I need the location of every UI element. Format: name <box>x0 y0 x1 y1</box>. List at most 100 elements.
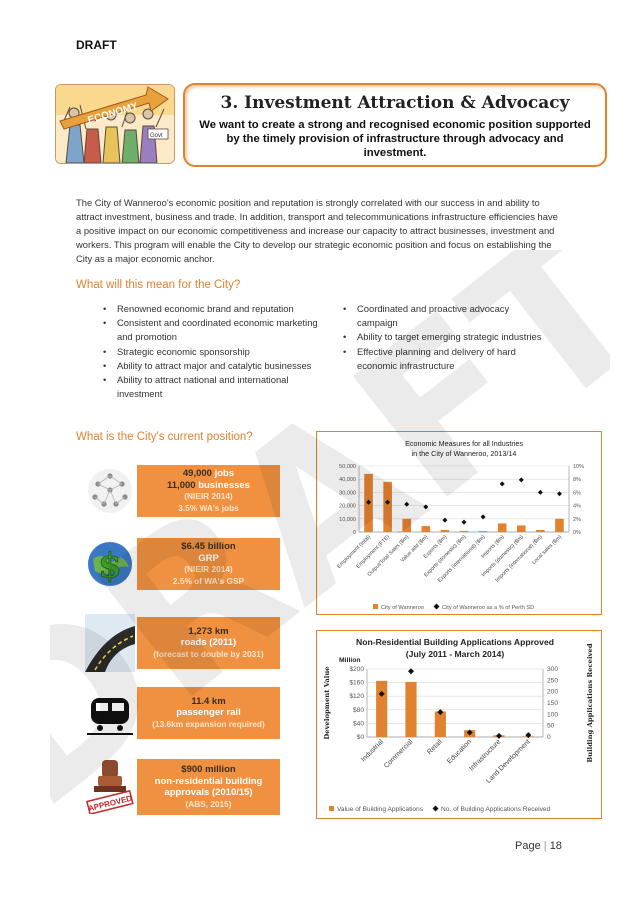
chart-title: Economic Measures for all Industries <box>405 439 523 448</box>
stat-jobs-box: 49,000 jobs 11,000 businesses (NIEIR 201… <box>137 465 280 517</box>
chart-marker <box>408 668 414 675</box>
y-tick-label: $40 <box>353 720 364 727</box>
economy-illustration: ECONOMY Govt <box>56 85 174 163</box>
economy-banner-image: ECONOMY Govt <box>55 84 175 164</box>
chart-marker <box>378 690 385 697</box>
x-tick-label: Employment (total) <box>336 534 372 570</box>
chart-marker <box>556 491 562 497</box>
y-tick-label: $120 <box>349 693 364 700</box>
list-item: Renowned economic brand and reputation <box>101 302 326 316</box>
list-item: Strategic economic sponsorship <box>101 345 326 359</box>
stat-roads-box: 1,273 km roads (2011) (forecast to doubl… <box>137 617 280 669</box>
y-axis-label: Development Value <box>323 666 331 740</box>
legend-label: No. of Building Applications Received <box>441 806 551 813</box>
stat-value: $900 million <box>181 764 236 775</box>
stamp-text: APPROVED <box>87 794 133 814</box>
road-icon <box>85 614 135 672</box>
svg-text:$: $ <box>98 546 122 586</box>
y2-tick-label: 50 <box>547 723 555 730</box>
section-subtitle: We want to create a strong and recognise… <box>199 119 591 159</box>
chart-bar <box>383 481 392 532</box>
stat-approvals-box: $900 million non-residential building ap… <box>137 759 280 815</box>
building-applications-svg: Non-Residential Building Applications Ap… <box>323 637 594 813</box>
chart-marker <box>525 732 532 739</box>
list-item: Consistent and coordinated economic mark… <box>101 316 326 344</box>
chart-marker <box>423 504 429 510</box>
legend-swatch <box>373 604 378 609</box>
stat-source: (13.6km expansion required) <box>152 718 265 729</box>
banner-sign-text: Govt <box>150 133 163 139</box>
chart-bar <box>434 711 446 737</box>
stat-value: 1,273 km <box>188 625 229 637</box>
position-heading: What is the City's current position? <box>76 431 253 443</box>
y-tick-label: 10,000 <box>339 517 356 523</box>
stat-source: (forecast to double by 2031) <box>153 648 264 659</box>
stat-note: 3.5% WA's jobs <box>178 502 239 513</box>
chart-marker <box>518 477 524 483</box>
chart-bar <box>405 681 417 737</box>
stat-unit: GRP <box>198 552 219 564</box>
y-tick-label: $160 <box>349 680 364 687</box>
chart-bar <box>376 680 388 737</box>
chart-bar <box>478 531 488 532</box>
section-title: 3. Investment Attraction & Advocacy <box>220 93 570 113</box>
y2-tick-label: 250 <box>547 677 558 684</box>
list-item: Ability to attract major and catalytic b… <box>101 359 326 373</box>
stat-approvals: APPROVED $900 million non-residential bu… <box>85 756 280 818</box>
stat-unit: roads (2011) <box>180 637 237 649</box>
y2-tick-label: 6% <box>573 490 581 496</box>
legend-swatch <box>329 806 334 811</box>
list-item: Ability to attract national and internat… <box>101 373 326 401</box>
chart-marker <box>366 499 372 505</box>
page-separator: | <box>543 840 547 852</box>
chart-bar <box>459 530 469 532</box>
y2-tick-label: 150 <box>547 700 558 707</box>
x-tick-label: Employment (FTE) <box>355 534 391 570</box>
y-tick-label: 40,000 <box>339 477 356 483</box>
stat-grp: $ $6.45 billion GRP (NIEIR 2014) 2.5% of… <box>85 535 280 595</box>
chart-title: Non-Residential Building Applications Ap… <box>356 637 554 647</box>
train-icon <box>85 684 135 742</box>
chart-marker <box>496 732 502 739</box>
chart-title: (July 2011 - March 2014) <box>406 649 505 659</box>
meaning-heading: What will this mean for the City? <box>76 279 241 291</box>
chart-bar <box>402 518 412 532</box>
list-item: Ability to target emerging strategic ind… <box>341 330 551 344</box>
stat-source: (NIEIR 2014) <box>184 491 233 501</box>
y-tick-label: $200 <box>349 666 364 673</box>
draft-label: DRAFT <box>76 38 117 52</box>
chart-marker <box>499 481 505 487</box>
stat-value: 11.4 km <box>191 695 226 707</box>
stat-value: 11,000 <box>167 479 199 491</box>
chart-bar <box>536 530 545 532</box>
y2-axis-label: Building Applications Received <box>586 643 594 762</box>
chart-bar <box>421 526 431 532</box>
chart-marker <box>537 489 543 495</box>
stat-unit: passenger rail <box>176 707 241 719</box>
stat-source: (ABS, 2015) <box>185 798 232 809</box>
intro-paragraph: The City of Wanneroo's economic position… <box>76 197 558 264</box>
chart-title: in the City of Wanneroo, 2013/14 <box>412 449 517 458</box>
legend-swatch <box>433 603 440 610</box>
page-number-value: 18 <box>549 840 562 852</box>
legend-swatch <box>432 805 439 812</box>
stat-value: $6.45 billion <box>181 541 236 552</box>
list-item: Effective planning and delivery of hard … <box>341 345 551 373</box>
page-label: Page <box>515 840 541 852</box>
legend-label: City of Wanneroo as a % of Perth SD <box>442 605 534 611</box>
y2-tick-label: 2% <box>573 517 581 523</box>
stat-note: 2.5% of WA's GSP <box>172 575 245 586</box>
meaning-list-right: Coordinated and proactive advocacy campa… <box>341 302 551 373</box>
y-tick-label: 30,000 <box>339 490 356 496</box>
y-tick-label: $0 <box>357 734 365 741</box>
stat-grp-box: $6.45 billion GRP (NIEIR 2014) 2.5% of W… <box>137 538 280 590</box>
y-tick-label: $80 <box>353 707 364 714</box>
stat-rail-box: 11.4 km passenger rail (13.6km expansion… <box>137 687 280 739</box>
x-tick-label: Commercial <box>383 738 415 770</box>
page-number: Page | 18 <box>515 840 562 852</box>
chart-bar <box>497 523 507 532</box>
y2-tick-label: 8% <box>573 477 581 483</box>
stat-jobs: 49,000 jobs 11,000 businesses (NIEIR 201… <box>85 462 280 522</box>
